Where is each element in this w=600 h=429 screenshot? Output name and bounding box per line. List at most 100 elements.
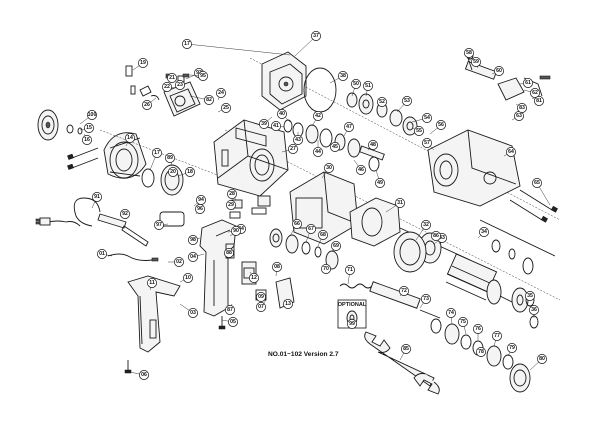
callout-number: 38: [340, 73, 346, 79]
callout-92: 92: [119, 209, 130, 219]
callout-95: 95: [189, 71, 208, 81]
callout-75: 75: [458, 317, 468, 335]
callout-16: 16: [82, 133, 92, 145]
part-cord-clamp: [159, 211, 185, 227]
callout-circle: [125, 133, 135, 143]
callout-circle: [473, 324, 483, 334]
callout-circle: [185, 167, 195, 177]
callout-circle: [311, 31, 321, 41]
callout-77: 77: [492, 331, 502, 347]
callout-circle: [249, 273, 259, 283]
part-fan-disc: [37, 109, 59, 141]
callout-circle: [402, 96, 412, 106]
callout-10: 10: [179, 273, 193, 283]
callout-98: 98: [188, 235, 201, 245]
callout-circle: [188, 308, 198, 318]
callout-circle: [228, 317, 238, 327]
callout-81: 81: [531, 96, 544, 106]
callout-number: 09: [258, 294, 264, 300]
part-end-cap-right: [393, 231, 427, 273]
callout-circle: [375, 178, 385, 188]
callout-number: 50: [353, 81, 359, 87]
callout-09: 09: [256, 292, 266, 302]
callout-circle: [344, 122, 354, 132]
callout-27: 27: [281, 144, 298, 154]
callout-08: 08: [272, 262, 282, 277]
callout-circle: [225, 305, 235, 315]
callout-circle: [92, 192, 102, 202]
callout-number: 77: [494, 333, 500, 339]
callout-leader-line: [186, 43, 291, 56]
callout-circle: [139, 370, 149, 380]
callout-45: 45: [330, 141, 340, 152]
callout-number: 51: [365, 83, 371, 89]
callout-number: 55: [416, 128, 422, 134]
callout-number: 85: [403, 346, 409, 352]
callout-number: 49: [377, 180, 383, 186]
callout-number: 29: [228, 202, 234, 208]
callout-number: 61: [525, 80, 531, 86]
part-spanner-wrench: [364, 331, 440, 395]
callout-circle: [517, 103, 527, 113]
callout-89: 89: [165, 153, 175, 167]
callout-circle: [363, 81, 373, 91]
callout-number: 02: [176, 259, 182, 265]
part-gear-train: [346, 92, 418, 136]
callout-number: 44: [315, 149, 321, 155]
callout-number: 46: [358, 167, 364, 173]
callout-12: 12: [249, 271, 259, 283]
callout-circle: [414, 126, 424, 136]
callout-number: 96: [197, 206, 203, 212]
callout-06: 06: [129, 370, 149, 380]
callout-100: 100: [79, 110, 97, 125]
callout-number: 80: [539, 356, 545, 362]
callout-circle: [259, 119, 269, 129]
callout-73: 73: [419, 294, 431, 309]
callout-60: 60: [491, 66, 504, 76]
callout-circle: [464, 48, 474, 58]
callout-38: 38: [329, 71, 348, 84]
callout-number: 94: [198, 197, 204, 203]
callout-circle: [221, 103, 231, 113]
part-gearbox-housing-right: [427, 129, 521, 207]
callout-13: 13: [283, 299, 293, 309]
version-label: NO.01~102 Version 2.7: [268, 351, 339, 358]
callout-number: 99: [349, 321, 355, 327]
callout-34: 34: [477, 227, 489, 239]
callout-number: 19: [140, 60, 146, 66]
callout-32: 32: [415, 220, 431, 241]
callout-55: 55: [411, 126, 424, 136]
callout-circle: [87, 110, 97, 120]
callout-number: 21: [169, 75, 175, 81]
callout-number: 28: [229, 191, 235, 197]
callout-number: 27: [290, 146, 296, 152]
callout-number: 37: [313, 33, 319, 39]
callout-circle: [479, 227, 489, 237]
callout-79: 79: [507, 343, 517, 357]
callout-circle: [84, 123, 94, 133]
callout-number: 86: [433, 233, 439, 239]
callout-circle: [216, 88, 226, 98]
callout-number: 70: [323, 266, 329, 272]
callout-number: 97: [156, 222, 162, 228]
callout-circle: [154, 220, 164, 230]
part-long-rod: [479, 219, 556, 257]
callout-number: 03: [190, 310, 196, 316]
callout-number: 78: [478, 349, 484, 355]
callout-circle: [198, 71, 208, 81]
callout-circle: [395, 198, 405, 208]
callout-circle: [82, 135, 92, 145]
part-stator-field: [289, 171, 359, 245]
callout-circle: [347, 319, 357, 329]
callout-circle: [331, 241, 341, 251]
callout-number: 90: [233, 228, 239, 234]
callout-number: 39: [261, 121, 267, 127]
callout-circle: [321, 264, 331, 274]
callout-71: 71: [345, 265, 355, 285]
callout-circle: [204, 95, 214, 105]
callout-54: 54: [411, 113, 432, 123]
callout-48: 48: [367, 140, 378, 151]
callout-39: 39: [259, 116, 273, 129]
callout-86: 86: [431, 231, 441, 245]
